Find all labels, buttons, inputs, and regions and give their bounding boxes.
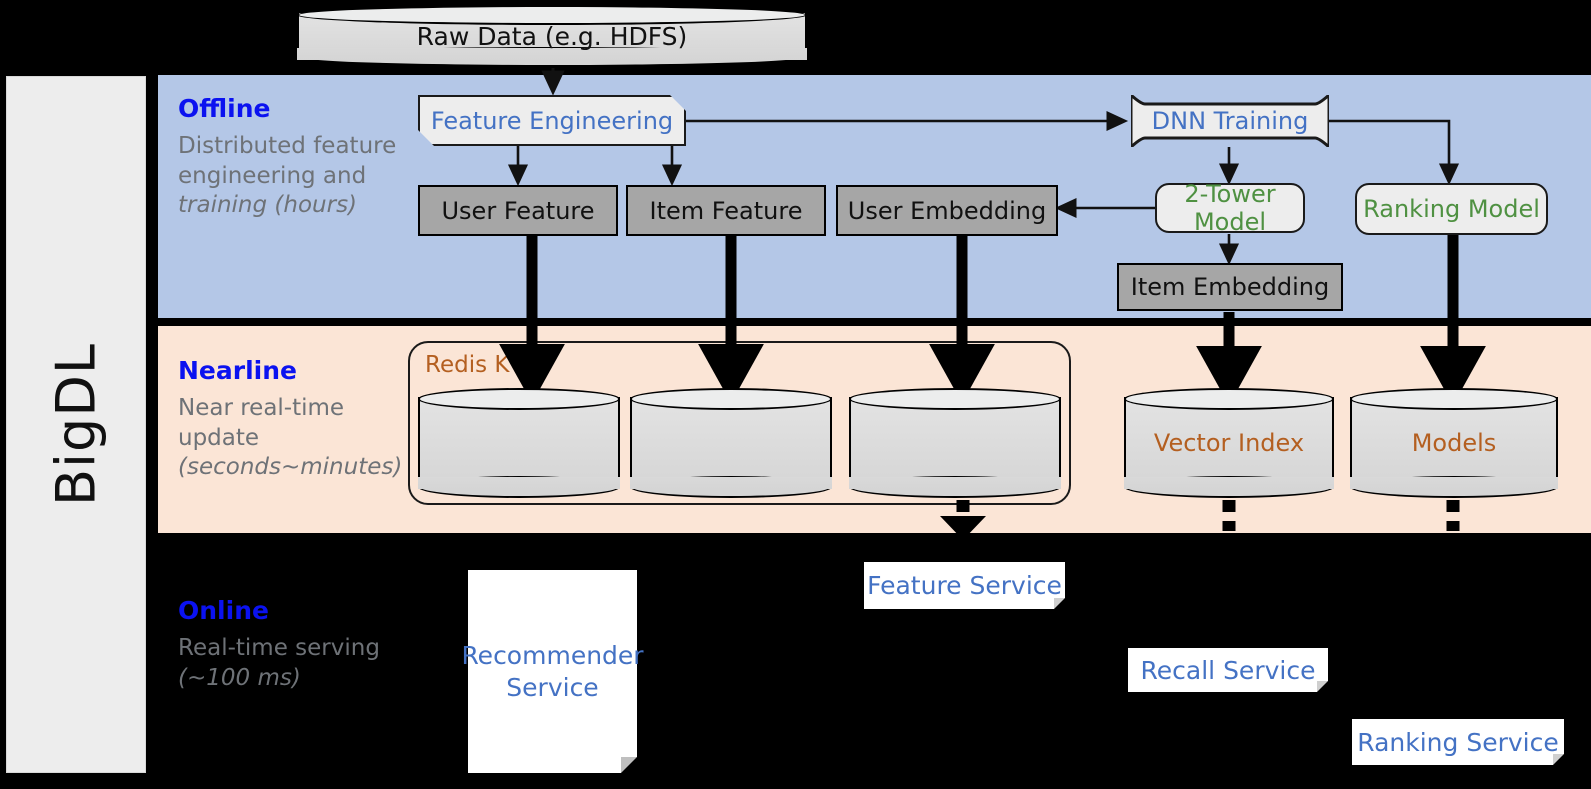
nearline-description: Near real-time update (seconds~minutes) bbox=[178, 395, 403, 481]
store-label: Models bbox=[1411, 429, 1497, 457]
cylinder-bottom bbox=[1350, 476, 1558, 498]
node-item-embedding[interactable]: Item Embedding bbox=[1117, 263, 1343, 311]
page-fold-icon bbox=[621, 757, 637, 773]
flared-shape bbox=[1131, 95, 1329, 147]
node-ranking-model[interactable]: Ranking Model bbox=[1355, 183, 1548, 235]
node-user-embedding[interactable]: User Embedding bbox=[836, 185, 1058, 236]
node-item-feature[interactable]: Item Feature bbox=[626, 185, 826, 236]
store-vector-index[interactable]: Vector Index bbox=[1124, 388, 1334, 498]
note-recall-service[interactable]: Recall Service bbox=[1128, 648, 1328, 692]
node-label: Ranking Model bbox=[1363, 195, 1540, 223]
store-models[interactable]: Models bbox=[1350, 388, 1558, 498]
node-two-tower-model[interactable]: 2-Tower Model bbox=[1155, 180, 1305, 236]
cylinder-top bbox=[1124, 388, 1334, 410]
page-fold-icon bbox=[1054, 598, 1065, 609]
page-fold-icon bbox=[1553, 754, 1564, 765]
raw-data-label: Raw Data (e.g. HDFS) bbox=[416, 21, 688, 51]
bigdl-platform-rail: BigDL bbox=[6, 76, 146, 773]
offline-title: Offline bbox=[178, 94, 271, 123]
online-description: Real-time serving (~100 ms) bbox=[178, 635, 380, 691]
nearline-caption: Nearline Near real-time update (seconds~… bbox=[178, 356, 408, 483]
nearline-title: Nearline bbox=[178, 356, 297, 385]
node-label: User Embedding bbox=[847, 196, 1047, 225]
cylinder-bottom bbox=[1124, 476, 1334, 498]
store-user-feature[interactable] bbox=[418, 388, 620, 498]
cylinder-body bbox=[849, 397, 1061, 489]
cylinder-top bbox=[630, 388, 832, 410]
cylinder-body bbox=[630, 397, 832, 489]
node-label: Item Feature bbox=[649, 196, 803, 225]
node-label: Feature Engineering bbox=[430, 106, 674, 135]
note-feature-service[interactable]: Feature Service bbox=[864, 562, 1065, 609]
node-label: DNN Training bbox=[1151, 107, 1309, 135]
node-label: 2-Tower Model bbox=[1184, 180, 1276, 236]
node-dnn-training[interactable]: DNN Training bbox=[1131, 95, 1329, 147]
note-recommender-service[interactable]: Recommender Service bbox=[461, 570, 644, 773]
cylinder-top bbox=[418, 388, 620, 410]
cylinder-bottom bbox=[418, 476, 620, 498]
cylinder-bottom bbox=[297, 47, 807, 67]
offline-description: Distributed feature engineering and trai… bbox=[178, 133, 397, 219]
node-user-feature[interactable]: User Feature bbox=[418, 185, 618, 236]
cylinder-bottom bbox=[849, 476, 1061, 498]
note-label: Recall Service bbox=[1140, 655, 1316, 685]
note-ranking-service[interactable]: Ranking Service bbox=[1352, 719, 1564, 765]
store-label bbox=[418, 388, 620, 498]
note-label: Feature Service bbox=[867, 571, 1062, 600]
offline-caption: Offline Distributed feature engineering … bbox=[178, 94, 408, 221]
store-label: Vector Index bbox=[1153, 429, 1305, 457]
store-label bbox=[630, 388, 832, 498]
node-label: Item Embedding bbox=[1130, 273, 1330, 301]
online-caption: Online Real-time serving (~100 ms) bbox=[178, 596, 408, 693]
cylinder-bottom bbox=[630, 476, 832, 498]
node-label: User Feature bbox=[441, 196, 595, 225]
cylinder-body bbox=[1124, 397, 1334, 489]
node-feature-engineering[interactable]: Feature Engineering bbox=[418, 95, 686, 146]
store-label bbox=[849, 388, 1061, 498]
cylinder-body bbox=[418, 397, 620, 489]
store-item-feature[interactable] bbox=[630, 388, 832, 498]
redis-kv-label: Redis KV bbox=[425, 352, 526, 378]
note-label: Ranking Service bbox=[1357, 727, 1559, 757]
note-label: Recommender Service bbox=[461, 640, 644, 702]
online-title: Online bbox=[178, 596, 269, 625]
raw-data-store: Raw Data (e.g. HDFS) bbox=[297, 5, 807, 67]
cylinder-top bbox=[1350, 388, 1558, 410]
page-fold-icon bbox=[1317, 681, 1328, 692]
cylinder-top bbox=[297, 5, 807, 25]
redis-kv-group bbox=[408, 341, 1071, 505]
cylinder-top bbox=[849, 388, 1061, 410]
store-user-embedding[interactable] bbox=[849, 388, 1061, 498]
cylinder-body bbox=[1350, 397, 1558, 489]
